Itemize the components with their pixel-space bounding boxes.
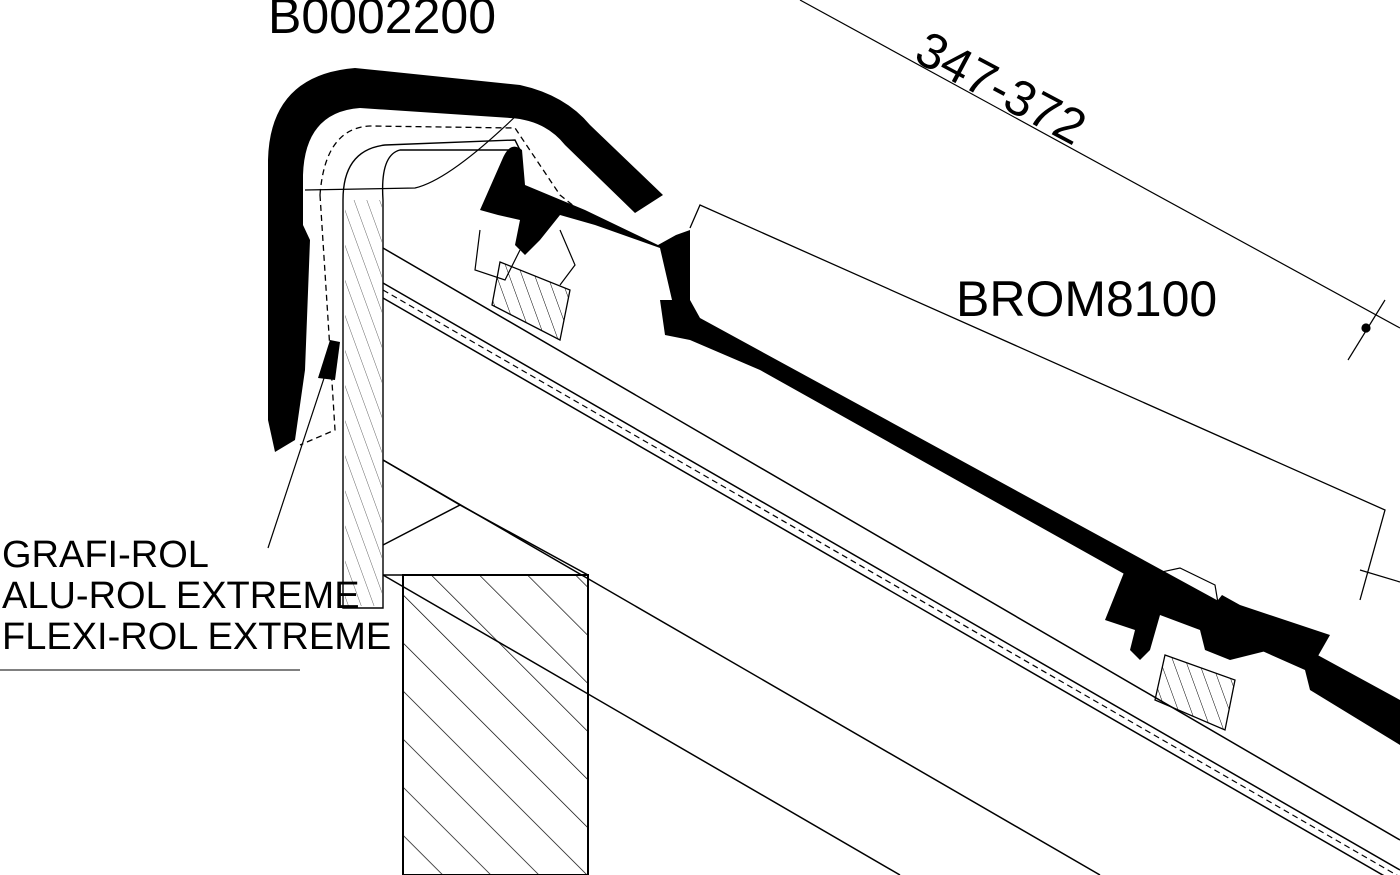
dimension-line bbox=[799, 0, 1400, 583]
ridge-tile-inner-dashed bbox=[299, 125, 586, 446]
ridge-tile-cap bbox=[268, 68, 663, 452]
material-label-flexi-rol-extreme: FLEXI-ROL EXTREME bbox=[2, 616, 391, 658]
rafter-top bbox=[382, 459, 589, 576]
material-label-grafi-rol: GRAFI-ROL bbox=[2, 534, 209, 576]
cap-connectors bbox=[267, 111, 521, 549]
ridge-tile-label: B0002200 bbox=[268, 0, 496, 44]
roof-substrate bbox=[382, 247, 1400, 875]
roof-tile-label: BROM8100 bbox=[956, 271, 1217, 327]
ridge-beam bbox=[402, 574, 589, 875]
tile-nib-lower bbox=[1105, 567, 1330, 731]
dimension-label: 347-372 bbox=[907, 20, 1095, 156]
roof-tile-body bbox=[660, 300, 1400, 745]
roof-tile-outline bbox=[689, 204, 1386, 601]
ridge-fixing-clip bbox=[474, 146, 690, 341]
material-label-alu-rol-extreme: ALU-ROL EXTREME bbox=[2, 575, 360, 617]
